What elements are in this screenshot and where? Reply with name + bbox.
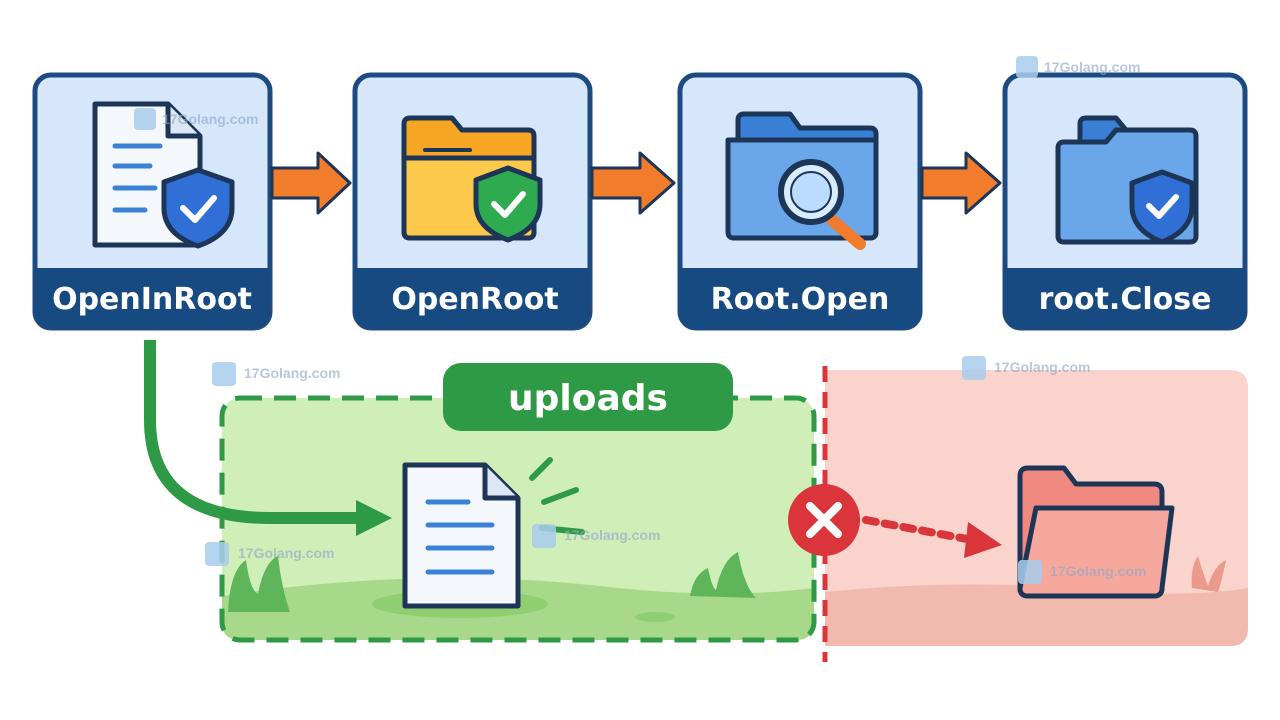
step-label-openinroot: OpenInRoot: [52, 282, 252, 317]
denied-path-arrow: [862, 516, 1002, 558]
step-card-root-close: root.Close: [1002, 72, 1248, 331]
step-label-root-open: Root.Open: [711, 282, 890, 317]
step-card-openinroot: OpenInRoot: [32, 72, 273, 331]
svg-text:17Golang.com: 17Golang.com: [244, 365, 340, 381]
denied-x-icon: [788, 484, 860, 556]
flow-arrow: [270, 151, 352, 215]
watermark: 17Golang.com: [212, 362, 340, 386]
folder-shield-icon: [401, 115, 543, 243]
flow-arrow: [590, 151, 676, 215]
svg-text:17Golang.com: 17Golang.com: [994, 359, 1090, 375]
watermark: 17Golang.com: [962, 356, 1090, 380]
watermark: 17Golang.com: [532, 524, 660, 548]
svg-text:17Golang.com: 17Golang.com: [564, 527, 660, 543]
step-card-root-open: Root.Open: [677, 72, 923, 331]
svg-text:17Golang.com: 17Golang.com: [1050, 563, 1146, 579]
watermark: 17Golang.com: [134, 108, 258, 130]
step-label-root-close: root.Close: [1039, 282, 1212, 317]
allowed-path-arrow: [144, 340, 392, 536]
flow-arrow: [920, 151, 1002, 215]
folder-icon-denied: [1017, 465, 1175, 599]
svg-text:17Golang.com: 17Golang.com: [1044, 59, 1140, 75]
uploads-zone-label: uploads: [508, 378, 668, 419]
folder-search-icon: [725, 111, 879, 250]
svg-text:17Golang.com: 17Golang.com: [238, 545, 334, 561]
watermark: 17Golang.com: [205, 542, 334, 566]
step-card-openroot: OpenRoot: [352, 72, 593, 331]
folder-shield-icon: [1055, 115, 1199, 245]
uploads-zone-badge: uploads: [443, 363, 733, 431]
step-label-openroot: OpenRoot: [391, 282, 558, 317]
watermark: 17Golang.com: [1016, 56, 1140, 78]
svg-text:17Golang.com: 17Golang.com: [162, 111, 258, 127]
document-shield-icon: [92, 101, 235, 249]
watermark: 17Golang.com: [1018, 560, 1146, 584]
